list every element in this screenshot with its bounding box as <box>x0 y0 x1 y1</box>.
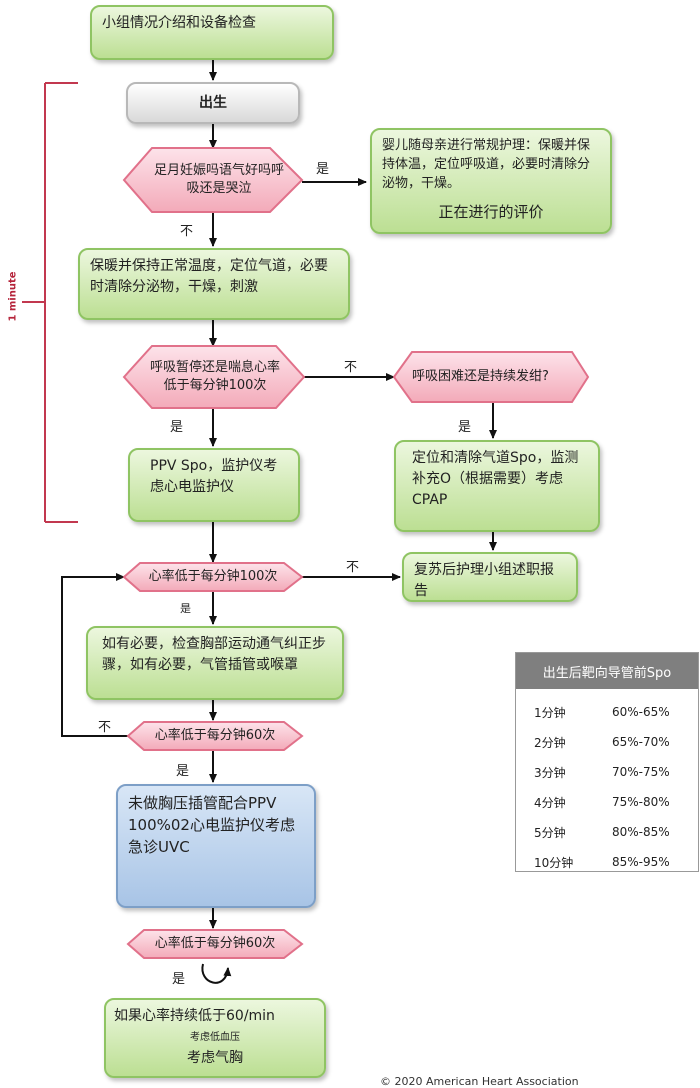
birth-box: 出生 <box>126 82 300 124</box>
spo-table-body: 1分钟 60%-65% 2分钟 65%-70% 3分钟 70%-75% 4分钟 75%-80%… <box>516 689 698 877</box>
intro-box: 小组情况介绍和设备检查 <box>90 5 334 60</box>
spo-table-row: 2分钟 65%-70% <box>516 727 698 757</box>
spo-table-row: 1分钟 60%-65% <box>516 697 698 727</box>
post-resus-box: 复苏后护理小组述职报告 <box>402 552 578 602</box>
routine-care-box: 婴儿随母亲进行常规护理：保暖并保持体温，定位呼吸道，必要时清除分泌物，干燥。 正… <box>370 128 612 234</box>
ongoing-eval-text: 正在进行的评价 <box>438 203 544 221</box>
label-yes-hr60a: 是 <box>176 764 190 779</box>
label-no-term: 不 <box>180 224 194 239</box>
decision-shapes <box>122 147 590 959</box>
position-clear-box: 定位和清除气道Spo，监测补充O（根据需要）考虑CPAP <box>394 440 600 532</box>
spo-time-cell: 4分钟 <box>534 795 566 810</box>
compress-box: 未做胸压插管配合PPV 100%02心电监护仪考虑急诊UVC <box>116 784 316 908</box>
spo-range-cell: 80%-85% <box>612 825 670 839</box>
check-chest-box: 如有必要，检查胸部运动通气纠正步骤，如有必要，气管插管或喉罩 <box>86 626 344 700</box>
spo-time-cell: 3分钟 <box>534 765 566 780</box>
label-no-hr100: 不 <box>346 560 360 575</box>
label-yes-apnea: 是 <box>170 420 184 435</box>
final-line-a: 如果心率持续低于60/min <box>114 1008 275 1024</box>
label-yes-hr100: 是 <box>180 602 191 615</box>
diamond-q-hr100 <box>122 562 304 592</box>
spo-range-cell: 70%-75% <box>612 765 670 779</box>
label-yes-hr60b: 是 <box>172 972 186 987</box>
spo-range-cell: 75%-80% <box>612 795 670 809</box>
routine-care-text: 婴儿随母亲进行常规护理：保暖并保持体温，定位呼吸道，必要时清除分泌物，干燥。 <box>382 138 591 191</box>
loop-back-arrow <box>61 573 128 737</box>
q-hr60b-text: 心率低于每分钟60次 <box>154 936 276 951</box>
one-minute-bracket <box>22 82 78 523</box>
diamond-q-apnea <box>122 345 306 409</box>
spo-table-row: 5分钟 80%-85% <box>516 817 698 847</box>
warm-box: 保暖并保持正常温度，定位气道，必要时清除分泌物，干燥，刺激 <box>78 248 350 320</box>
spo-range-cell: 85%-95% <box>612 855 670 869</box>
spo-table-row: 4分钟 75%-80% <box>516 787 698 817</box>
final-line-b: 考虑低血压 <box>190 1032 240 1043</box>
spo-time-cell: 1分钟 <box>534 705 566 720</box>
spo-time-cell: 2分钟 <box>534 735 566 750</box>
one-minute-label: 1 minute <box>7 271 19 322</box>
diamond-q-hr60b <box>126 929 304 959</box>
spo-range-cell: 60%-65% <box>612 705 670 719</box>
label-yes-term: 是 <box>316 162 330 177</box>
spo-target-table: 出生后靶向导管前Spo 1分钟 60%-65% 2分钟 65%-70% 3分钟 70%-7… <box>515 652 699 872</box>
final-box: 如果心率持续低于60/min 考虑低血压 考虑气胸 <box>104 998 326 1078</box>
ppv-box: PPV Spo，监护仪考虑心电监护仪 <box>128 448 300 522</box>
copyright-footer: © 2020 American Heart Association <box>380 1075 579 1088</box>
label-yes-labored: 是 <box>458 420 472 435</box>
spo-table-title: 出生后靶向导管前Spo <box>516 653 698 689</box>
q-term-text: 足月妊娠吗语气好吗呼吸还是哭泣 <box>153 163 284 196</box>
label-no-apnea: 不 <box>344 360 358 375</box>
spo-time-cell: 10分钟 <box>534 855 574 870</box>
q-apnea-text: 呼吸暂停还是喘息心率低于每分钟100次 <box>149 360 280 393</box>
spo-time-cell: 5分钟 <box>534 825 566 840</box>
spo-table-row: 3分钟 70%-75% <box>516 757 698 787</box>
diamond-q-term <box>122 147 304 213</box>
q-labored-text: 呼吸困难还是持续发绀? <box>412 369 549 384</box>
diamond-q-labored <box>392 351 590 403</box>
spo-table-row: 10分钟 85%-95% <box>516 847 698 877</box>
final-line-c: 考虑气胸 <box>187 1050 243 1066</box>
q-hr100-text: 心率低于每分钟100次 <box>148 569 278 584</box>
q-hr60a-text: 心率低于每分钟60次 <box>154 728 276 743</box>
spo-range-cell: 65%-70% <box>612 735 670 749</box>
repeat-loop-arrow <box>201 963 232 984</box>
diamond-q-hr60a <box>126 721 304 751</box>
label-no-hr60a: 不 <box>98 720 112 735</box>
